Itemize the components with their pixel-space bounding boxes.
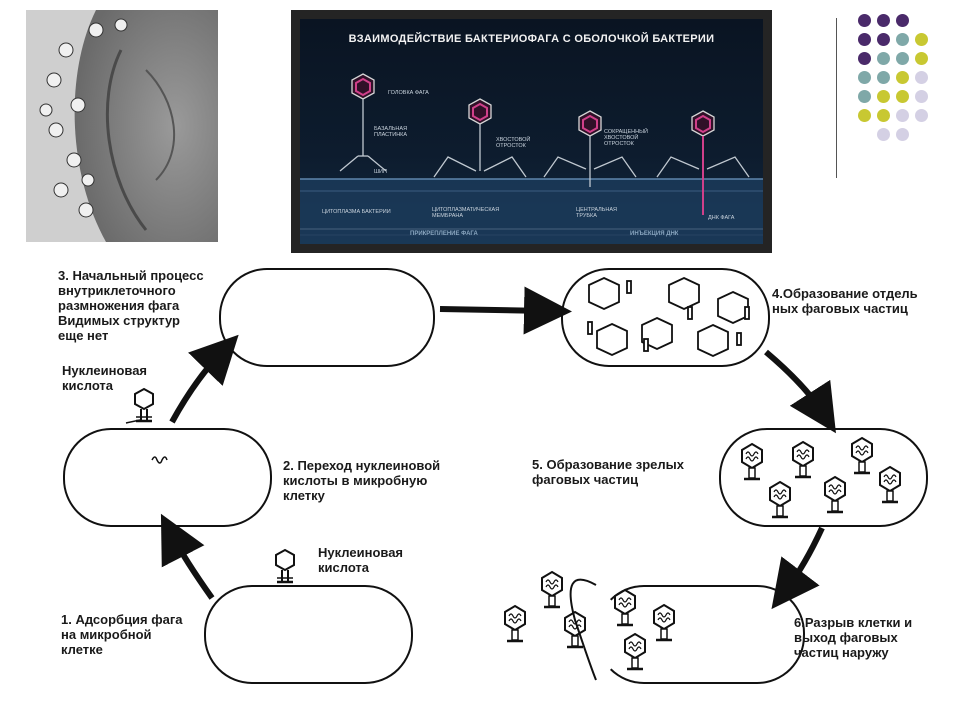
decorative-dot (877, 33, 890, 46)
label-dna: ДНК ФАГА (708, 215, 735, 221)
decorative-dot (858, 14, 871, 27)
decorative-dot (896, 128, 909, 141)
mature-phage-icon (823, 475, 847, 514)
arrow-2-to-3 (169, 334, 239, 424)
divider-line (836, 18, 837, 178)
decorative-dot (877, 71, 890, 84)
mature-phage-icon (878, 465, 902, 504)
phage-attachment-panel: ВЗАИМОДЕЙСТВИЕ БАКТЕРИОФАГА С ОБОЛОЧКОЙ … (291, 10, 772, 253)
decorative-dot (915, 109, 928, 122)
released-phage-icon (613, 588, 637, 627)
footer-attachment: ПРИКРЕПЛЕНИЕ ФАГА (410, 231, 478, 237)
decorative-dot (877, 90, 890, 103)
arrow-1-to-2 (160, 513, 215, 600)
nucleic-acid-label-bottom: Нуклеиновая кислота (318, 545, 404, 575)
cell-stage-6 (596, 585, 805, 684)
decorative-dot (915, 71, 928, 84)
nucleic-acid-label-top: Нуклеиновая кислота (62, 363, 148, 393)
mature-phage-icon (740, 442, 764, 481)
phage-components (587, 277, 750, 357)
label-tail: ХВОСТОВОЙ ОТРОСТОК (496, 137, 531, 149)
decorative-dot (896, 14, 909, 27)
panel-title: ВЗАИМОДЕЙСТВИЕ БАКТЕРИОФАГА С ОБОЛОЧКОЙ … (348, 33, 715, 45)
decorative-dot (915, 90, 928, 103)
label-membrane: ЦИТОПЛАЗМАТИЧЕСКАЯ МЕМБРАНА (432, 207, 500, 219)
phage-icon (133, 387, 155, 423)
footer-injection: ИНЪЕКЦИЯ ДНК (630, 231, 679, 237)
decorative-dot (896, 33, 909, 46)
stage-5-label: 5. Образование зрелых фаговых частиц (532, 457, 684, 487)
decorative-dot (877, 14, 890, 27)
decorative-dot (858, 90, 871, 103)
released-phage-icon (503, 604, 527, 643)
cell-stage-3 (219, 268, 435, 367)
decorative-dot (896, 90, 909, 103)
mature-phage-icon (791, 440, 815, 479)
phage-icon (274, 548, 296, 584)
decorative-dot (858, 109, 871, 122)
arrow-3-to-4 (439, 286, 572, 335)
decorative-dot (877, 52, 890, 65)
stage-4-label: 4.Образование отдель ных фаговых частиц (772, 286, 918, 316)
stage-1-label: 1. Адсорбция фага на микробной клетке (61, 612, 183, 657)
stage-6-label: 6.Разрыв клетки и выход фаговых частиц н… (794, 615, 913, 660)
decorative-dot (896, 71, 909, 84)
label-contracted-tail: СОКРАЩЕННЫЙ ХВОСТОВОЙ ОТРОСТОК (604, 129, 648, 147)
stage-3-label: 3. Начальный процесс внутриклеточного ра… (58, 268, 204, 343)
label-central-tube: ЦЕНТРАЛЬНАЯ ТРУБКА (576, 207, 617, 219)
decorative-dot (896, 109, 909, 122)
phage-micrograph-image (26, 10, 218, 242)
mature-phage-icon (850, 436, 874, 475)
decorative-dot (877, 109, 890, 122)
stage-2-label: 2. Переход нуклеиновой кислоты в микробн… (283, 458, 441, 503)
label-spike: ШИП (374, 169, 387, 175)
mature-phage-icon (768, 480, 792, 519)
label-baseplate: БАЗАЛЬНАЯ ПЛАСТИНКА (374, 126, 408, 138)
decorative-dot (858, 33, 871, 46)
released-phage-icon (540, 570, 564, 609)
released-phage-icon (623, 632, 647, 671)
decorative-dot (915, 52, 928, 65)
decorative-dot (858, 71, 871, 84)
label-cytoplasm: ЦИТОПЛАЗМА БАКТЕРИИ (322, 209, 391, 215)
arrow-5-to-6 (771, 526, 825, 610)
decorative-dot-grid (858, 14, 948, 154)
cycle-arrows (160, 286, 836, 610)
released-phage-icon (652, 603, 676, 642)
arrow-4-to-5 (764, 349, 836, 434)
decorative-dot (915, 33, 928, 46)
cell-stage-1 (204, 585, 413, 684)
decorative-dot (877, 128, 890, 141)
label-head: ГОЛОВКА ФАГА (388, 90, 429, 96)
decorative-dot (858, 52, 871, 65)
decorative-dot (896, 52, 909, 65)
